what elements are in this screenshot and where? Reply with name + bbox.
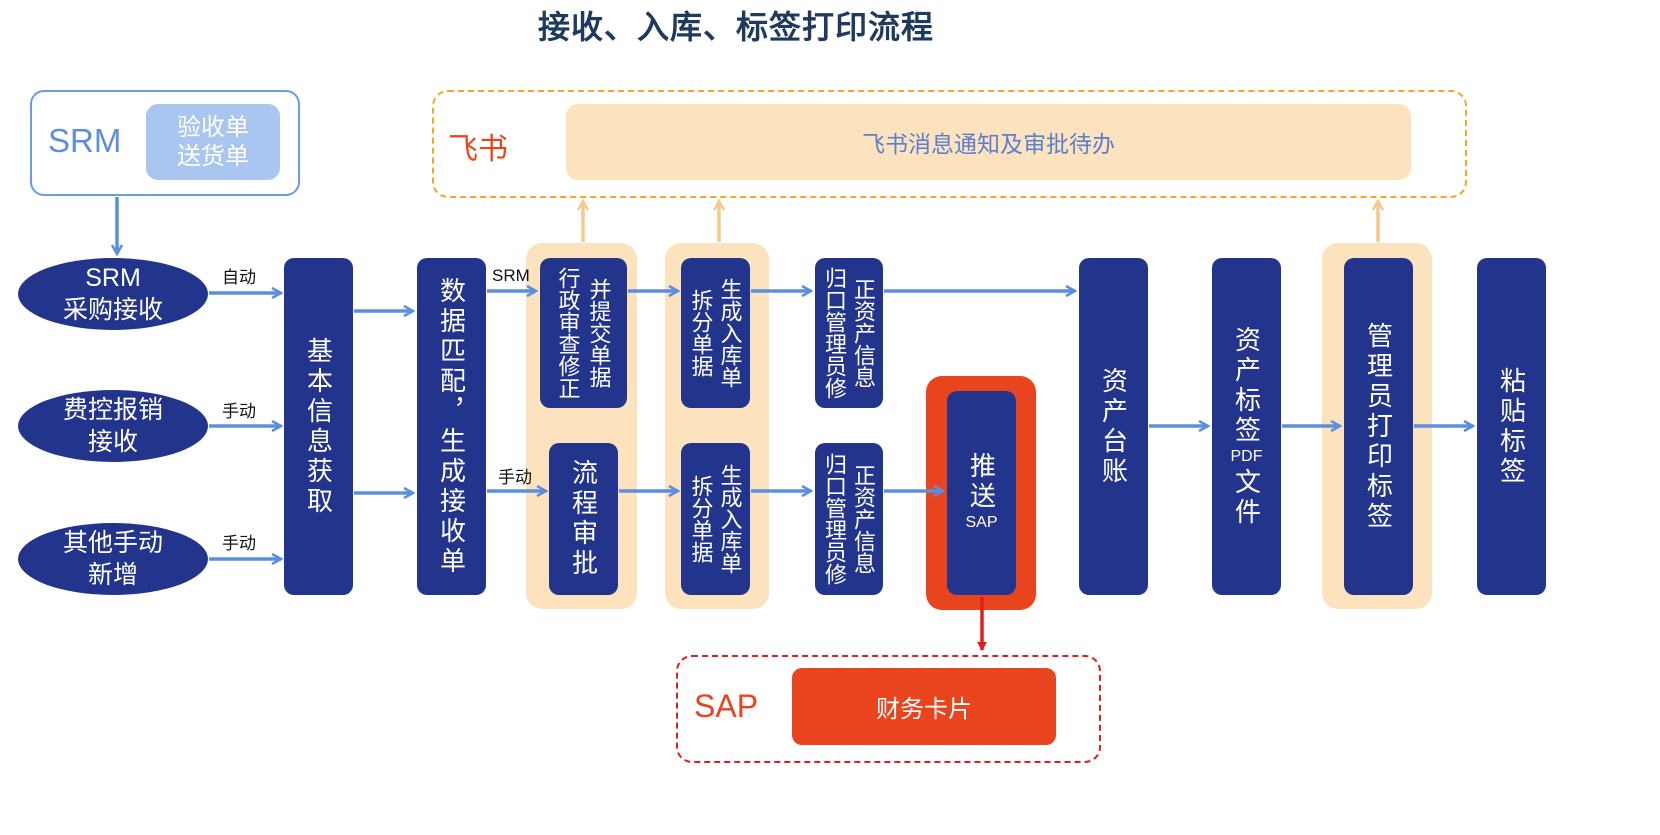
source-expense-control: 费控报销 接收 xyxy=(18,390,208,462)
acceptance-doc-label: 验收单 xyxy=(177,114,249,141)
step-split-bottom-col2: 生成入库单 xyxy=(717,464,743,574)
step-flow-approval: 流程审批 xyxy=(549,443,618,595)
edge-label-auto: 自动 xyxy=(222,268,256,287)
step-asset-fix-top-col2: 正资产信息 xyxy=(851,278,876,388)
source-srm-line2: 采购接收 xyxy=(62,296,163,324)
source-srm-line1: SRM xyxy=(85,264,141,292)
step-flow-approval-text: 流程审批 xyxy=(568,459,599,579)
step-admin-review-col2: 并提交单据 xyxy=(586,278,612,388)
step-basic-info-text: 基本信息获取 xyxy=(303,336,334,517)
step-paste-label: 粘贴标签 xyxy=(1477,258,1546,595)
source-expense-line1: 费控报销 xyxy=(62,396,163,424)
feishu-panel xyxy=(432,90,1467,198)
step-asset-fix-bottom-col2: 正资产信息 xyxy=(851,464,876,574)
step-asset-ledger-text: 资产台账 xyxy=(1098,366,1129,487)
feishu-panel-label: 飞书 xyxy=(448,133,508,166)
step-basic-info: 基本信息获取 xyxy=(284,258,353,595)
step-asset-label-mid: PDF xyxy=(1230,447,1263,465)
step-split-top: 拆分单据 生成入库单 xyxy=(681,258,750,408)
source-other-line2: 新增 xyxy=(87,561,138,589)
step-asset-label-top: 资产标签 xyxy=(1231,325,1262,446)
step-admin-review-col1: 行政审查修正 xyxy=(555,267,581,399)
sap-panel xyxy=(676,655,1101,763)
edge-label-srm-branch: SRM xyxy=(492,266,530,285)
page-title: 接收、入库、标签打印流程 xyxy=(537,9,934,45)
step-asset-fix-bottom: 归口管理员修 正资产信息 xyxy=(815,443,883,595)
source-expense-line2: 接收 xyxy=(87,428,138,456)
step-push-sap-text: 推送 xyxy=(966,452,997,512)
step-print-label: 管理员打印标签 xyxy=(1344,258,1413,595)
source-srm-purchase: SRM 采购接收 xyxy=(18,258,208,330)
sap-panel-label: SAP xyxy=(694,688,759,724)
delivery-doc-label: 送货单 xyxy=(177,143,249,170)
step-push-sap: 推送 SAP xyxy=(947,391,1016,595)
step-split-top-col2: 生成入库单 xyxy=(717,278,743,388)
srm-panel xyxy=(30,90,300,196)
step-split-bottom-col1: 拆分单据 xyxy=(688,475,714,563)
step-split-top-col1: 拆分单据 xyxy=(688,289,714,377)
edge-label-manual-2: 手动 xyxy=(222,534,256,553)
edge-label-manual-1: 手动 xyxy=(222,402,256,421)
step-push-sap-sub: SAP xyxy=(965,514,998,531)
step-data-match-text: 数据匹配，生成接收单 xyxy=(436,276,467,577)
source-other-manual: 其他手动 新增 xyxy=(18,523,208,595)
step-data-match: 数据匹配，生成接收单 xyxy=(417,258,486,595)
step-asset-fix-top-col1: 归口管理员修 xyxy=(822,267,847,399)
step-asset-fix-bottom-col1: 归口管理员修 xyxy=(822,453,847,585)
srm-documents-box: 验收单 送货单 xyxy=(146,104,280,180)
feishu-notice-box: 飞书消息通知及审批待办 xyxy=(566,104,1411,180)
step-asset-fix-top: 归口管理员修 正资产信息 xyxy=(815,258,883,408)
edge-label-manual-branch: 手动 xyxy=(498,468,532,487)
step-asset-label-pdf: 资产标签 PDF 文件 xyxy=(1212,258,1281,595)
step-split-bottom: 拆分单据 生成入库单 xyxy=(681,443,750,595)
step-admin-review: 行政审查修正 并提交单据 xyxy=(540,258,627,408)
step-asset-label-bottom: 文件 xyxy=(1231,467,1262,528)
srm-panel-label: SRM xyxy=(48,122,122,159)
step-paste-label-text: 粘贴标签 xyxy=(1496,366,1527,487)
finance-card-box: 财务卡片 xyxy=(792,668,1056,745)
step-asset-ledger: 资产台账 xyxy=(1079,258,1148,595)
step-print-label-text: 管理员打印标签 xyxy=(1363,321,1394,532)
source-other-line1: 其他手动 xyxy=(62,529,163,557)
